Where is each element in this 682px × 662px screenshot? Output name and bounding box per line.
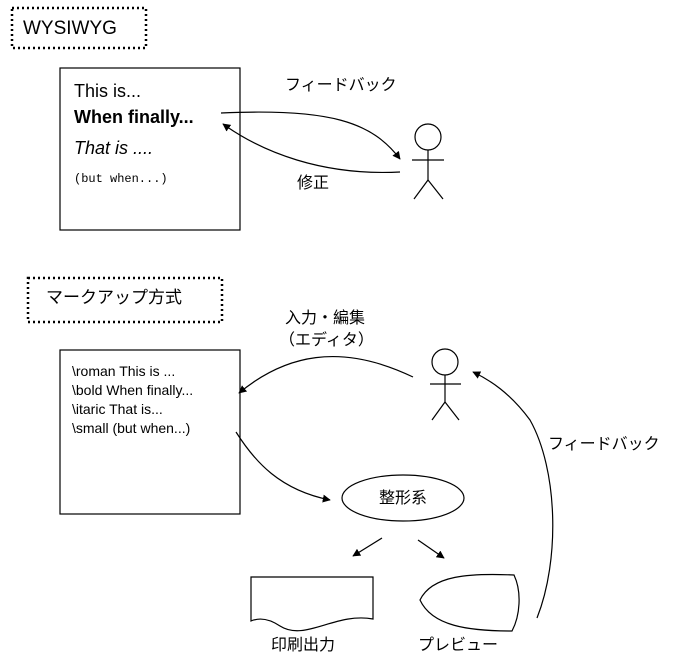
- wysiwyg-doc-line-4: (but when...): [74, 172, 168, 186]
- edit-label-line-2: （エディタ）: [279, 330, 374, 349]
- wysiwyg-title-box: [10, 6, 148, 50]
- source-line-4: \small (but when...): [72, 420, 191, 436]
- wysiwyg-person-icon: [412, 123, 444, 200]
- markup-title: マークアップ方式: [46, 288, 182, 308]
- wysiwyg-feedback-arrow: [220, 111, 401, 160]
- wysiwyg-fix-arrow: [222, 123, 401, 174]
- formatter-ellipse: [341, 474, 465, 522]
- preview-label: プレビュー: [418, 635, 499, 654]
- markup-person-icon: [430, 348, 461, 421]
- markup-feedback-label: フィードバック: [548, 434, 660, 453]
- print-output-label: 印刷出力: [271, 635, 336, 654]
- to-print-arrow: [352, 537, 383, 557]
- wysiwyg-doc-line-2: When finally...: [74, 107, 194, 127]
- to-preview-arrow: [417, 539, 445, 559]
- edit-label-line-1: 入力・編集: [285, 308, 366, 327]
- wysiwyg-document-box: [59, 67, 241, 231]
- markup-feedback-arrow: [472, 371, 554, 619]
- wysiwyg-doc-line-1: This is...: [74, 81, 142, 101]
- markup-title-box: [26, 276, 224, 324]
- wysiwyg-doc-line-3: That is ....: [74, 138, 154, 158]
- source-line-3: \itaric That is...: [72, 401, 163, 417]
- wysiwyg-fix-label: 修正: [297, 173, 330, 192]
- print-output-shape: [250, 576, 374, 632]
- source-line-2: \bold When finally...: [72, 382, 194, 398]
- wysiwyg-title: WYSIWYG: [23, 18, 117, 39]
- wysiwyg-feedback-label: フィードバック: [285, 75, 397, 94]
- edit-arrow: [238, 355, 414, 394]
- markup-source-box: [59, 349, 241, 515]
- to-formatter-arrow: [235, 431, 331, 503]
- source-line-1: \roman This is ...: [72, 363, 176, 379]
- formatter-label: 整形系: [379, 488, 428, 507]
- preview-shape: [419, 573, 520, 632]
